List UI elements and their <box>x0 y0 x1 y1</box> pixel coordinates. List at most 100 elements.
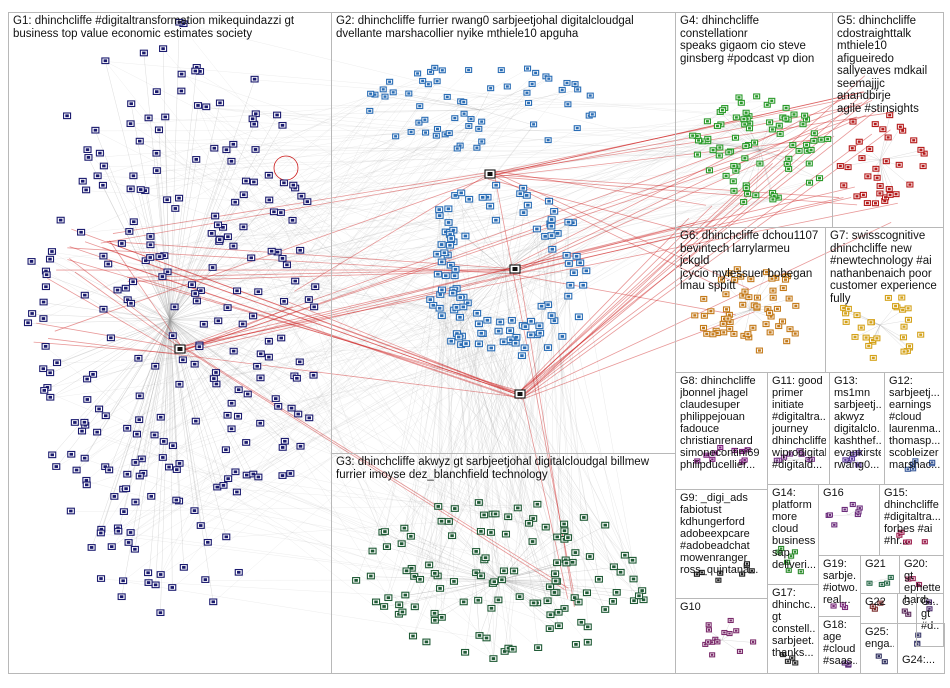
graph-edge <box>246 147 720 444</box>
graph-edge <box>103 206 491 311</box>
graph-edge <box>102 185 171 321</box>
graph-edge <box>720 124 761 151</box>
graph-node-glyph <box>443 230 448 234</box>
graph-edge <box>50 124 745 399</box>
graph-edge <box>105 61 538 604</box>
graph-node-glyph <box>41 300 46 304</box>
graph-edge <box>169 281 296 321</box>
graph-edge <box>227 202 744 238</box>
graph-node-glyph <box>193 69 198 73</box>
graph-node-glyph <box>192 362 197 366</box>
graph-edge <box>499 579 556 582</box>
graph-edge <box>275 399 591 558</box>
graph-edge <box>141 319 171 460</box>
graph-node-glyph <box>273 397 278 400</box>
graph-node-glyph <box>279 211 283 214</box>
graph-edge <box>258 292 455 510</box>
graph-edge <box>138 319 171 360</box>
graph-edge <box>169 144 234 321</box>
graph-edge <box>879 127 901 161</box>
graph-edge <box>460 345 615 568</box>
group-panel-g10: G10 <box>675 598 768 674</box>
graph-edge <box>478 344 565 610</box>
graph-edge <box>217 487 518 509</box>
graph-edge <box>172 128 750 337</box>
graph-edge <box>384 333 541 533</box>
graph-edge <box>237 253 445 418</box>
graph-edge <box>280 213 388 548</box>
graph-node-glyph <box>177 382 182 386</box>
graph-edge <box>759 149 773 194</box>
graph-edge <box>554 222 569 575</box>
graph-edge-highlight <box>486 173 840 198</box>
graph-node-glyph <box>218 101 222 105</box>
graph-node-glyph <box>124 487 128 491</box>
graph-node-glyph <box>142 51 146 55</box>
graph-edge <box>225 337 517 451</box>
graph-edge <box>879 324 910 348</box>
graph-edge <box>278 406 485 516</box>
graph-edge <box>226 521 442 538</box>
graph-node-glyph <box>202 322 206 326</box>
graph-node-glyph <box>122 510 126 514</box>
graph-node-glyph <box>194 419 198 423</box>
graph-edge <box>213 305 549 380</box>
group-label-g19: G19: sarbje... #iotwo... real... <box>823 558 857 606</box>
graph-edge <box>253 182 533 543</box>
graph-edge <box>139 141 464 308</box>
graph-node-glyph <box>213 214 217 218</box>
graph-node-glyph <box>245 392 250 396</box>
graph-node-glyph <box>98 151 102 155</box>
graph-edge <box>169 319 200 348</box>
graph-edge <box>492 514 501 581</box>
graph-node-glyph <box>139 188 143 191</box>
graph-edge <box>169 319 214 603</box>
graph-edge <box>464 342 504 654</box>
graph-node-glyph <box>155 90 159 94</box>
group-panel-g20: G20: gt ephette hard... <box>899 555 944 606</box>
graph-edge <box>128 112 721 544</box>
group-label-g10: G10 <box>680 601 701 613</box>
graph-node-glyph <box>152 433 157 437</box>
graph-edge <box>410 216 440 538</box>
graph-node-glyph <box>249 256 253 260</box>
graph-edge <box>133 222 171 321</box>
graph-edge-highlight <box>108 259 523 400</box>
graph-edge <box>155 319 171 586</box>
graph-edge <box>499 579 579 603</box>
graph-node-glyph <box>269 249 274 253</box>
graph-edge <box>475 551 501 581</box>
graph-node-glyph <box>80 179 85 183</box>
graph-edge <box>169 319 173 589</box>
graph-edge <box>32 124 534 315</box>
graph-edge <box>277 252 546 528</box>
graph-edge <box>260 297 464 425</box>
graph-node-glyph <box>85 377 89 381</box>
graph-edge <box>295 188 569 298</box>
graph-edge <box>499 322 558 564</box>
graph-edge <box>169 161 232 321</box>
graph-edge <box>117 290 171 321</box>
graph-edge <box>169 200 270 321</box>
graph-node-glyph <box>288 472 293 475</box>
graph-node-glyph <box>206 540 210 544</box>
graph-edge <box>490 348 530 525</box>
graph-node-glyph <box>214 371 218 374</box>
graph-node-glyph <box>133 500 138 504</box>
graph-node-glyph <box>204 105 208 109</box>
graph-node-glyph <box>89 546 94 549</box>
graph-edge <box>499 579 560 627</box>
graph-edge <box>169 319 195 512</box>
graph-node-glyph <box>79 230 83 234</box>
graph-edge <box>31 261 579 603</box>
graph-edge <box>456 307 548 602</box>
graph-edge <box>148 319 171 584</box>
graph-node-glyph <box>99 577 103 580</box>
graph-node-glyph <box>177 462 182 465</box>
graph-edge <box>707 139 761 151</box>
graph-node-glyph <box>162 254 167 258</box>
graph-node-glyph <box>296 412 300 416</box>
graph-edge <box>404 293 453 529</box>
graph-node-glyph <box>73 421 77 424</box>
graph-edge <box>225 120 426 451</box>
